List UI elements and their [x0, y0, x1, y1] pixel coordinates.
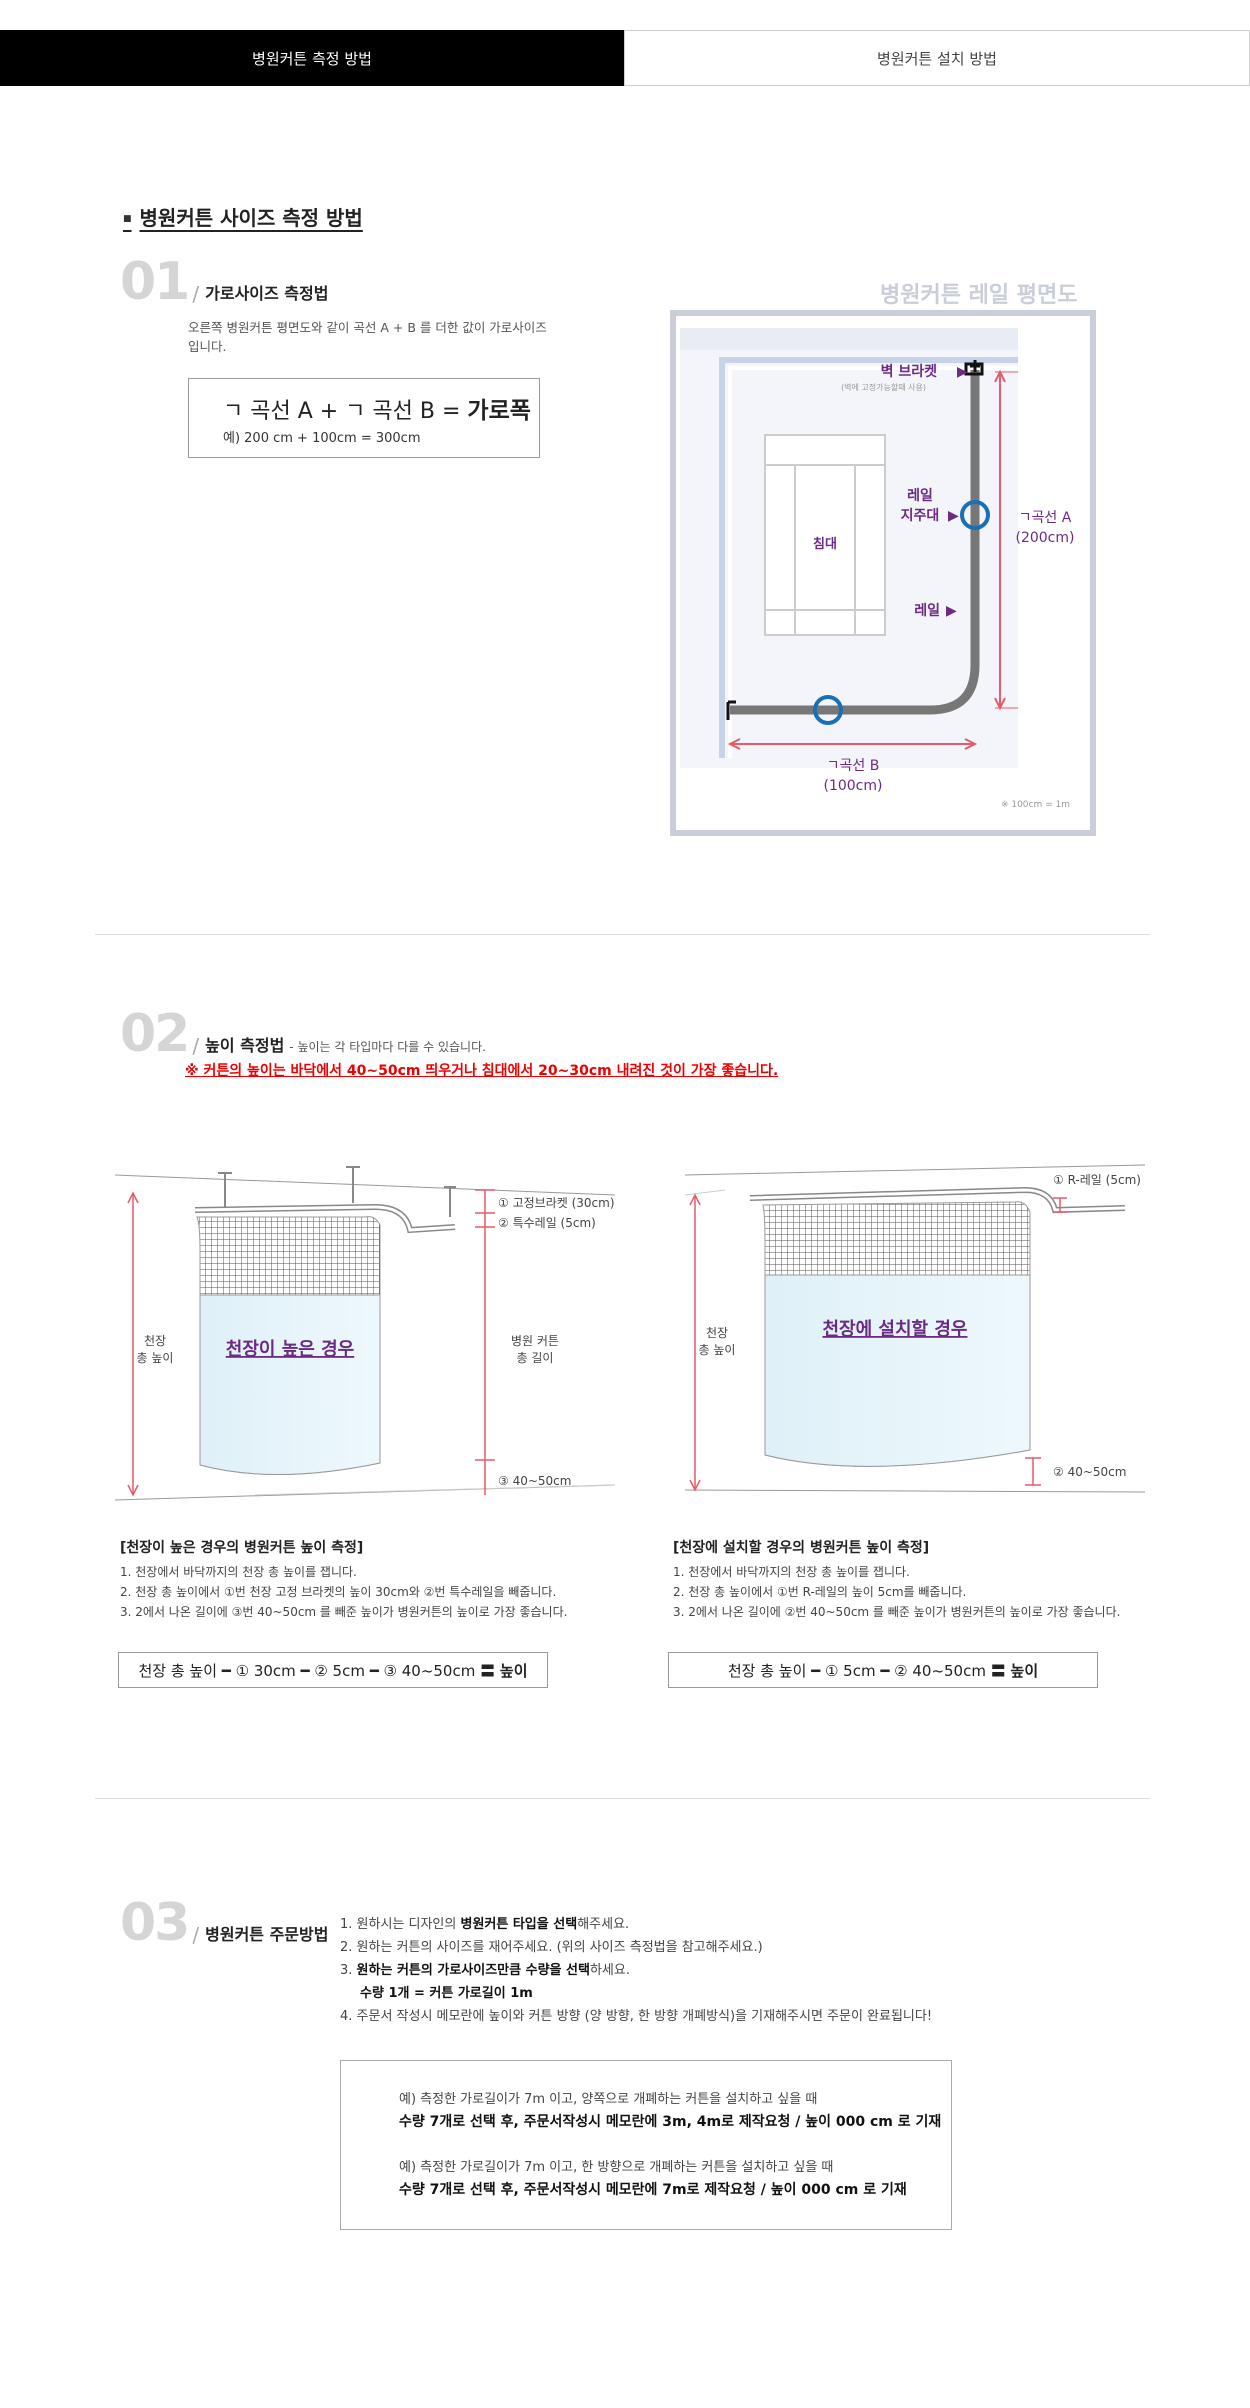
- curve-b-value: (100cm): [824, 778, 883, 794]
- right-ceiling-label-2: 총 높이: [699, 1343, 736, 1357]
- fig-right-title: 천장에 설치할 경우: [822, 1318, 967, 1340]
- s3-heading: 병원커튼 주문방법: [205, 1925, 329, 1944]
- order-step-1: 1. 원하시는 디자인의 병원커튼 타입을 선택해주세요.: [340, 1917, 630, 1932]
- left-label-1: ① 고정브라켓 (30cm): [498, 1196, 615, 1210]
- scale-note: ※ 100cm = 1m: [1001, 800, 1070, 810]
- rail-support-marker: [960, 500, 990, 530]
- rail-support-label-1: 레일: [907, 488, 933, 504]
- left-ceiling-label-1: 천장: [144, 1333, 166, 1348]
- curve-a-value: (200cm): [1016, 530, 1075, 546]
- wall-bracket-label: 벽 브라켓: [881, 363, 938, 380]
- example-1: 예) 측정한 가로길이가 7m 이고, 양쪽으로 개폐하는 커튼을 설치하고 싶…: [399, 2092, 942, 2130]
- s1-formula-box: ㄱ 곡선 A + ㄱ 곡선 B = 가로폭 예) 200 cm + 100cm …: [188, 378, 540, 458]
- rail-plan-diagram: 침대 벽 브라켓 ▶ (벽에 고정가능할때 사용) 레일 지주대 ▶ 레일 ▶ …: [670, 310, 1096, 836]
- s1-formula: ㄱ 곡선 A + ㄱ 곡선 B =: [223, 399, 461, 424]
- right-formula-box: 천장 총 높이 ━ ① 5cm ━ ② 40~50cm 〓 높이: [668, 1652, 1098, 1688]
- right-caption: [천장에 설치할 경우의 병원커튼 높이 측정]: [673, 1540, 930, 1556]
- fig-left-title: 천장이 높은 경우: [226, 1339, 354, 1360]
- tab-bar: 병원커튼 측정 방법 병원커튼 설치 방법: [0, 30, 1250, 86]
- left-formula: 천장 총 높이 ━ ① 30cm ━ ② 5cm ━ ③ 40~50cm 〓: [138, 1661, 496, 1680]
- rail-support-label-2: 지주대: [901, 508, 940, 524]
- example-2: 예) 측정한 가로길이가 7m 이고, 한 방향으로 개폐하는 커튼을 설치하고…: [399, 2160, 907, 2198]
- ceiling-install-figure: 천장에 설치할 경우 천장 총 높이 ① R-레일 (5cm) ② 40~50c…: [685, 1164, 1145, 1493]
- wall-bracket-note: (벽에 고정가능할때 사용): [841, 382, 926, 392]
- s3-number: 03: [120, 1893, 190, 1953]
- s1-formula-result: 가로폭: [467, 398, 531, 424]
- tab-install[interactable]: 병원커튼 설치 방법: [624, 30, 1250, 86]
- left-label-2: ② 특수레일 (5cm): [498, 1216, 596, 1230]
- s2-heading-row: 02 / 높이 측정법 - 높이는 각 타입마다 다를 수 있습니다.: [120, 1004, 486, 1064]
- svg-text:▶: ▶: [948, 508, 959, 524]
- order-step-4: 4. 주문서 작성시 메모란에 높이와 커튼 방향 (양 방향, 한 방향 개폐…: [340, 2009, 933, 2024]
- order-steps: 1. 원하시는 디자인의 병원커튼 타입을 선택해주세요. 2. 원하는 커튼의…: [340, 1913, 1140, 2028]
- left-steps: 1. 천장에서 바닥까지의 천장 총 높이를 잽니다.2. 천장 총 높이에서 …: [120, 1565, 568, 1619]
- s2-heading-note: - 높이는 각 타입마다 다를 수 있습니다.: [289, 1040, 486, 1054]
- s3-heading-row: 03 / 병원커튼 주문방법: [120, 1893, 329, 1953]
- left-caption: [천장이 높은 경우의 병원커튼 높이 측정]: [120, 1540, 364, 1556]
- curve-b-label: ㄱ곡선 B: [827, 758, 880, 774]
- order-step-3: 3. 원하는 커튼의 가로사이즈만큼 수량을 선택하세요.: [340, 1963, 630, 1978]
- tab-measure[interactable]: 병원커튼 측정 방법: [0, 30, 624, 86]
- plan-title: 병원커튼 레일 평면도: [880, 283, 1078, 308]
- left-length-label-1: 병원 커튼: [511, 1334, 559, 1348]
- order-step-2: 2. 원하는 커튼의 사이즈를 재어주세요. (위의 사이즈 측정법을 참고해주…: [340, 1940, 763, 1955]
- left-length-label-2: 총 길이: [517, 1351, 554, 1365]
- left-label-3: ③ 40~50cm: [498, 1474, 571, 1488]
- s2-heading: 높이 측정법: [205, 1036, 285, 1055]
- divider-2: [95, 1798, 1150, 1799]
- left-ceiling-label-2: 총 높이: [137, 1351, 174, 1365]
- left-formula-box: 천장 총 높이 ━ ① 30cm ━ ② 5cm ━ ③ 40~50cm 〓 높…: [118, 1652, 548, 1688]
- order-step-3-note: 수량 1개 = 커튼 가로길이 1m: [360, 1986, 533, 2001]
- s2-number: 02: [120, 1004, 190, 1064]
- right-formula: 천장 총 높이 ━ ① 5cm ━ ② 40~50cm 〓: [727, 1661, 1006, 1680]
- right-label-2: ② 40~50cm: [1053, 1465, 1126, 1479]
- s1-heading-row: 01 / 가로사이즈 측정법: [120, 252, 329, 312]
- s1-heading: 가로사이즈 측정법: [205, 284, 329, 303]
- rail-support-marker-2: [813, 695, 843, 725]
- rail-path: [730, 370, 980, 715]
- svg-text:▶: ▶: [946, 603, 957, 619]
- right-steps: 1. 천장에서 바닥까지의 천장 총 높이를 잽니다.2. 천장 총 높이에서 …: [673, 1565, 1121, 1619]
- left-formula-result: 높이: [499, 1661, 528, 1680]
- bed-label: 침대: [813, 536, 837, 552]
- s1-example: 예) 200 cm + 100cm = 300cm: [223, 431, 421, 446]
- divider-1: [95, 934, 1150, 935]
- order-example-box: 예) 측정한 가로길이가 7m 이고, 양쪽으로 개폐하는 커튼을 설치하고 싶…: [340, 2060, 952, 2230]
- s2-notice: ※ 커튼의 높이는 바닥에서 40~50cm 띄우거나 침대에서 20~30cm…: [185, 1063, 779, 1079]
- right-ceiling-label-1: 천장: [706, 1325, 728, 1340]
- right-label-1: ① R-레일 (5cm): [1053, 1173, 1141, 1187]
- bed-shape: [764, 434, 886, 636]
- section-title: 병원커튼 사이즈 측정 방법: [123, 202, 363, 231]
- s1-number: 01: [120, 252, 190, 312]
- svg-text:▶: ▶: [957, 364, 968, 380]
- curve-a-label: ㄱ곡선 A: [1019, 510, 1072, 526]
- high-ceiling-figure: 천장이 높은 경우 천장 총 높이 ① 고정브라켓 (30cm) ② 특수레일 …: [115, 1166, 615, 1501]
- rail-label: 레일: [914, 603, 940, 619]
- right-formula-result: 높이: [1010, 1661, 1039, 1680]
